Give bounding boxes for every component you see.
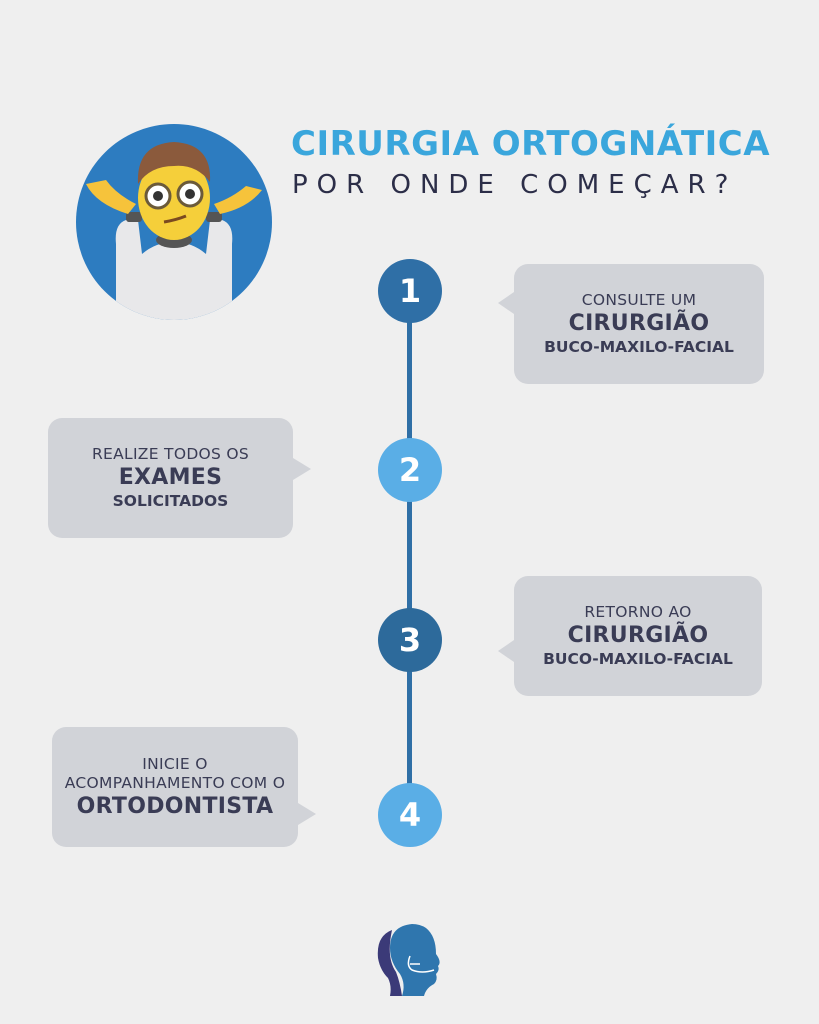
step-4-line1b: ACOMPANHAMENTO COM O — [64, 773, 286, 792]
step-3-line2: CIRURGIÃO — [567, 623, 709, 648]
head-profile-logo-icon — [372, 922, 448, 998]
step-2-number-badge: 2 — [378, 438, 442, 502]
step-2-line1: REALIZE TODOS OS — [91, 445, 250, 463]
step-2-line2: EXAMES — [118, 465, 223, 490]
step-1-line2: CIRURGIÃO — [568, 311, 710, 336]
step-4-number-badge: 4 — [378, 783, 442, 847]
step-3-number-badge: 3 — [378, 608, 442, 672]
step-4-bubble: INICIE O ACOMPANHAMENTO COM O ORTODONTIS… — [52, 727, 316, 847]
step-1-line1: CONSULTE UM — [581, 291, 697, 309]
step-3-line1: RETORNO AO — [584, 603, 692, 621]
page-subtitle: POR ONDE COMEÇAR? — [292, 170, 738, 200]
step-1-number-badge: 1 — [378, 259, 442, 323]
step-3-line3: BUCO-MAXILO-FACIAL — [543, 650, 733, 668]
step-2-line3: SOLICITADOS — [112, 492, 229, 510]
person-shrugging-emoji-icon — [86, 142, 262, 320]
avatar — [76, 124, 272, 320]
step-4-line1: INICIE O — [142, 754, 208, 773]
timeline-line — [407, 291, 412, 815]
step-1-bubble: CONSULTE UM CIRURGIÃO BUCO-MAXILO-FACIAL — [498, 264, 764, 384]
step-4-line2: ORTODONTISTA — [76, 793, 274, 819]
step-2-bubble: .b2::after{top:40px;} REALIZE TODOS OS E… — [48, 418, 311, 538]
step-3-bubble: RETORNO AO CIRURGIÃO BUCO-MAXILO-FACIAL — [498, 576, 762, 696]
step-1-line3: BUCO-MAXILO-FACIAL — [544, 338, 734, 356]
page-title: CIRURGIA ORTOGNÁTICA — [291, 124, 771, 164]
